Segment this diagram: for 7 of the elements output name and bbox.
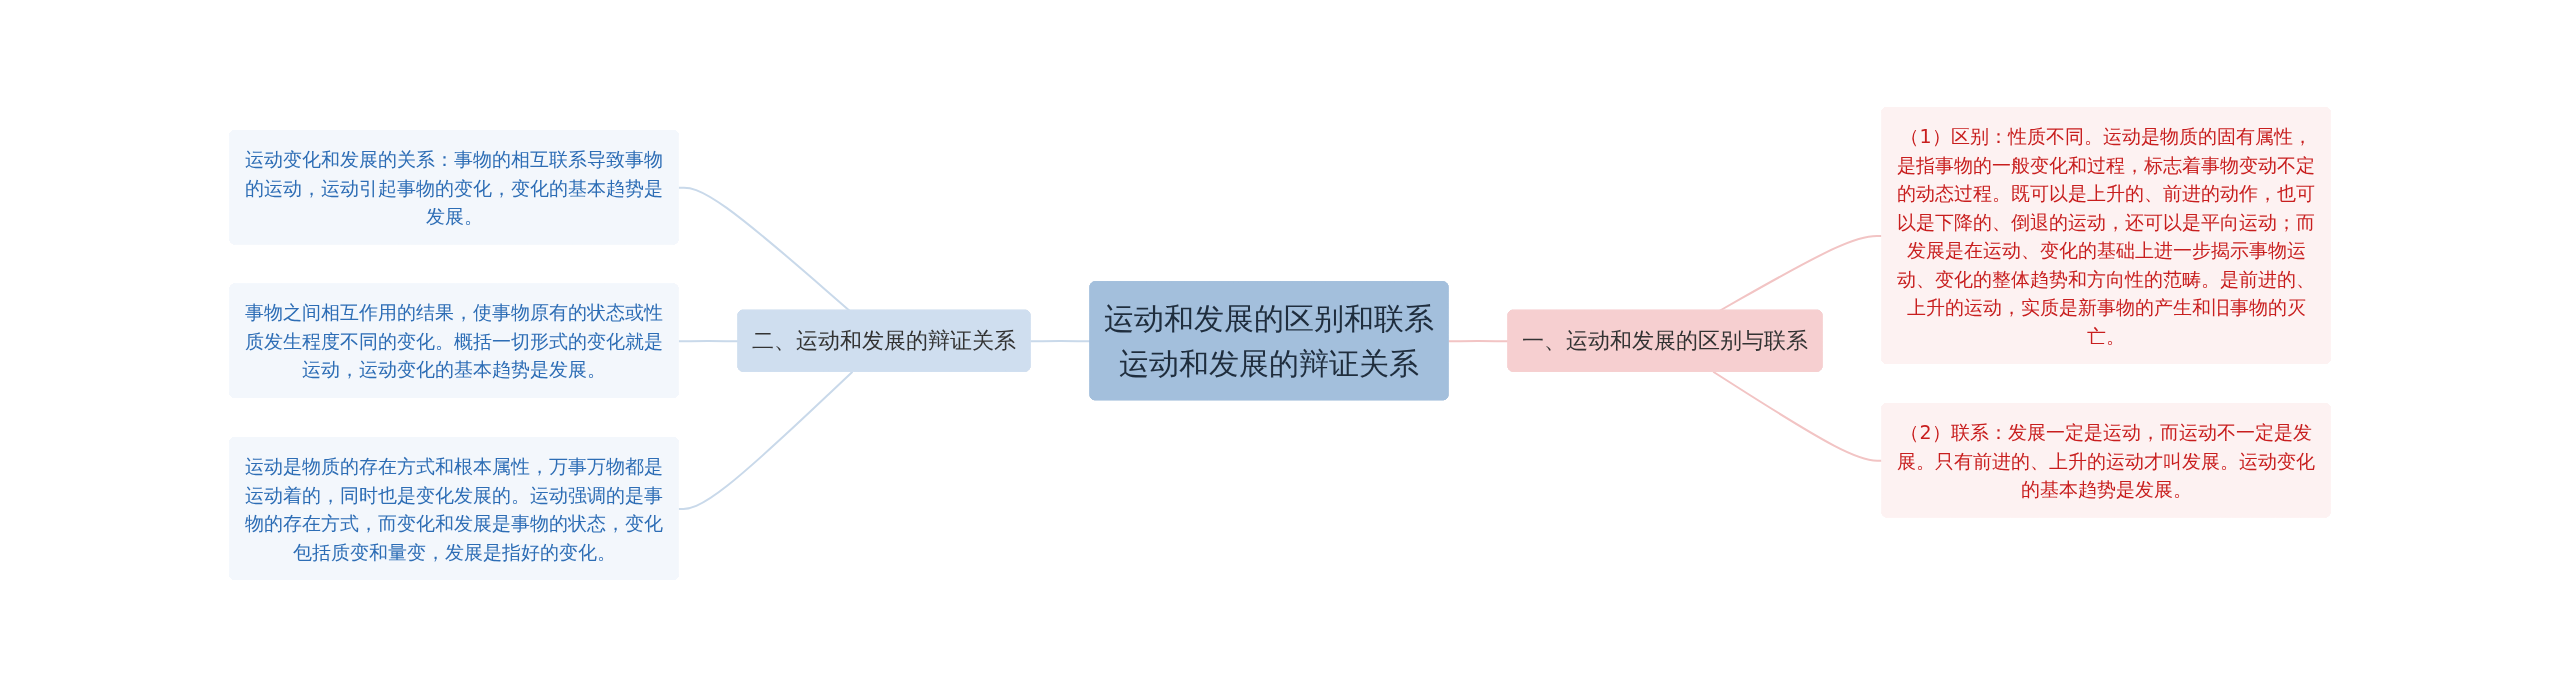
connector (1447, 339, 1510, 343)
connector (1712, 370, 1884, 462)
connector (1029, 339, 1092, 343)
connector (677, 370, 854, 510)
connector (677, 339, 740, 343)
connector (677, 186, 851, 312)
connector (1718, 234, 1884, 312)
